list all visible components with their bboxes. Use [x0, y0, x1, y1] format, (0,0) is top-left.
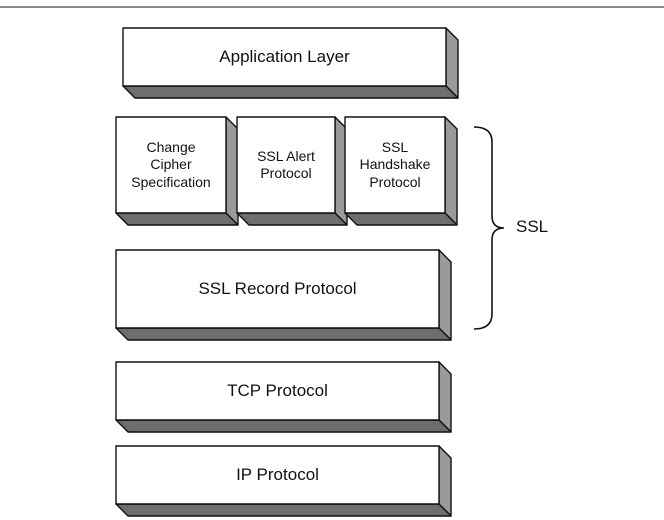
tcp-protocol-box: [115, 361, 452, 433]
ssl-handshake-protocol-box-bottom: [344, 212, 458, 226]
change-cipher-spec-label: Change Cipher Specification: [131, 139, 211, 190]
tcp-protocol-box-bottom: [115, 419, 452, 433]
ssl-bracket-label: SSL: [516, 217, 549, 236]
ip-protocol-label: IP Protocol: [236, 464, 319, 484]
ssl-record-protocol-box-bottom: [115, 327, 452, 341]
ip-protocol-box-bottom: [115, 503, 452, 517]
application-layer-box: [122, 27, 459, 99]
ssl-handshake-protocol-box-side: [444, 116, 458, 226]
ssl-handshake-protocol-box: [344, 116, 458, 226]
ip-protocol-box: [115, 445, 452, 517]
ip-protocol-box-front: [115, 445, 440, 505]
change-cipher-spec-box: [115, 116, 239, 226]
ssl-record-protocol-label: SSL Record Protocol: [198, 278, 357, 298]
ssl-record-protocol-box: [115, 249, 452, 341]
change-cipher-spec-box-front: [115, 116, 227, 214]
tcp-protocol-box-front: [115, 361, 440, 421]
ssl-record-protocol-box-side: [438, 249, 452, 341]
ssl-alert-protocol-box-front: [236, 116, 336, 214]
top-divider-line: [0, 6, 664, 8]
ssl-bracket: [473, 126, 505, 330]
application-layer-label: Application Layer: [219, 46, 350, 66]
ssl-alert-protocol-label: SSL Alert Protocol: [257, 147, 315, 181]
ssl-record-protocol-box-front: [115, 249, 440, 329]
ssl-handshake-protocol-box-front: [344, 116, 446, 214]
ssl-alert-protocol-box-bottom: [236, 212, 348, 226]
application-layer-box-front: [122, 27, 447, 87]
change-cipher-spec-box-bottom: [115, 212, 239, 226]
application-layer-box-bottom: [122, 85, 459, 99]
tcp-protocol-label: TCP Protocol: [227, 380, 328, 400]
ssl-handshake-protocol-label: SSL Handshake Protocol: [359, 139, 431, 190]
ssl-alert-protocol-box: [236, 116, 348, 226]
